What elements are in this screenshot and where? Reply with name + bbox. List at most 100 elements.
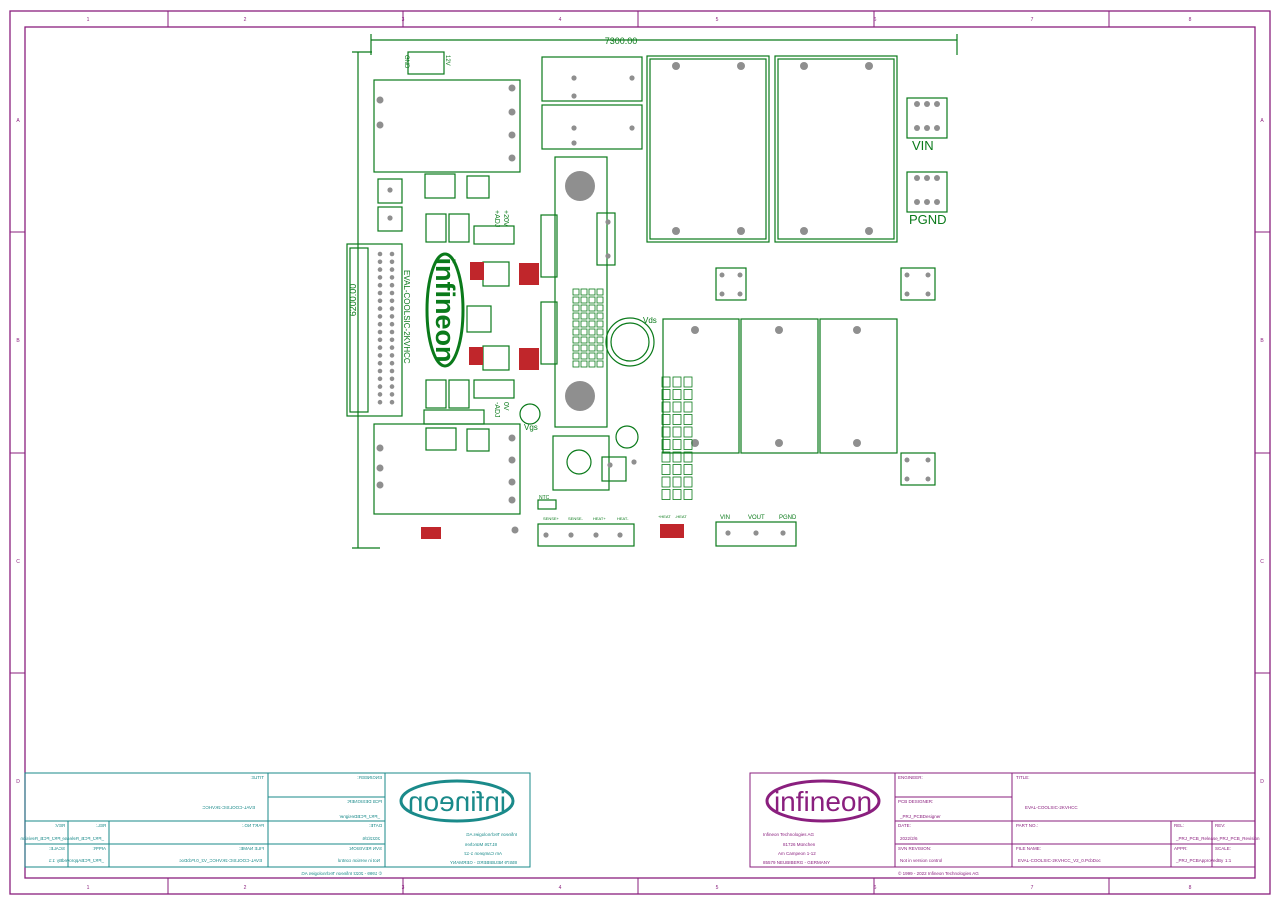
array-cell xyxy=(588,296,596,304)
heatsink-hole-top xyxy=(565,171,595,201)
pad xyxy=(377,282,383,288)
pad xyxy=(904,291,910,297)
array-cell xyxy=(588,328,596,336)
zone-row-label: B xyxy=(1260,338,1264,344)
zone-col-label: 6 xyxy=(874,885,877,891)
zone-col-label: 5 xyxy=(716,885,719,891)
ic-u10 xyxy=(424,173,456,199)
pad xyxy=(389,290,395,296)
array-cell xyxy=(580,312,588,320)
zone-col-label: 4 xyxy=(559,17,562,23)
cap-c203 xyxy=(541,56,643,102)
pad xyxy=(571,125,577,131)
pad xyxy=(914,199,920,205)
x1-label-sense-plus: SENSE+ xyxy=(543,516,560,521)
heat-minus-label: -HEAT xyxy=(675,514,687,519)
cap-cell xyxy=(672,426,682,438)
pad xyxy=(853,326,861,334)
pcb-designer-label: PCB DESIGNER: xyxy=(898,799,933,804)
zone-row-label: D xyxy=(16,779,20,785)
pad xyxy=(593,532,599,538)
array-cell xyxy=(596,296,604,304)
pad xyxy=(800,62,808,70)
ic-u11 xyxy=(425,427,457,451)
vgs-label: Vgs xyxy=(524,423,538,432)
pad xyxy=(719,272,725,278)
pad xyxy=(377,290,383,296)
mirrored-title-block: infineon Infineon Technologies AG 81726 … xyxy=(20,772,531,876)
rev-value: _PRJ_PCB_Revision xyxy=(1216,836,1260,841)
pad xyxy=(904,457,910,463)
cap-cell xyxy=(661,401,671,413)
zone-col-label: 7 xyxy=(1031,885,1034,891)
array-cell xyxy=(572,296,580,304)
cap-cell xyxy=(661,376,671,388)
mirrored-logo-text: infineon xyxy=(408,786,506,817)
scale-label: SCALE: xyxy=(1215,846,1231,851)
ntc-label: NTC xyxy=(539,495,550,501)
vin-terminal xyxy=(906,97,948,139)
button-2 xyxy=(377,206,403,232)
zone-col-label: 1 xyxy=(87,17,90,23)
pad xyxy=(389,259,395,265)
addr-line-4: 85579 NEUBIBERG - GERMANY xyxy=(763,860,830,865)
inductor-l1 xyxy=(715,267,747,301)
smd-component xyxy=(470,262,484,280)
pad xyxy=(389,275,395,280)
cap-cell xyxy=(661,426,671,438)
svn-label: SVN REVISION: xyxy=(898,846,931,851)
ntc-block xyxy=(552,435,610,491)
heat-plus-label: +HEAT xyxy=(658,514,671,519)
addr-line-2: 81726 München xyxy=(783,842,816,847)
array-cell xyxy=(596,360,604,368)
array-cell xyxy=(572,304,580,312)
pad xyxy=(377,259,383,265)
pad xyxy=(511,526,519,534)
pad xyxy=(389,392,395,397)
pad xyxy=(617,532,623,538)
pad xyxy=(377,251,383,257)
pad xyxy=(389,306,395,311)
pad xyxy=(904,476,910,482)
copyright-text: © 1999 - 2022 Infineon Technologies AG xyxy=(898,870,979,876)
mirrored-title-value: EVAL-COOLSIC-2KVHCC xyxy=(202,805,255,810)
conn-x3 xyxy=(596,212,616,266)
x1-label-sense-minus: SENSE- xyxy=(568,516,584,521)
cap-cell xyxy=(672,476,682,488)
heatsink-column xyxy=(554,156,608,428)
cap-c42 xyxy=(540,301,558,365)
array-cell xyxy=(580,320,588,328)
left-header xyxy=(346,243,403,417)
pad xyxy=(925,291,931,297)
pad xyxy=(737,62,745,70)
pad xyxy=(924,175,930,181)
array-cell xyxy=(588,344,596,352)
mirrored-part-no-label: PART NO.: xyxy=(242,823,264,828)
appr-value: _PRJ_PCBApprovedBy xyxy=(1175,858,1224,863)
pwr-label-0v: 0V xyxy=(502,402,509,411)
zone-col-label: 4 xyxy=(559,885,562,891)
zone-col-label: 2 xyxy=(244,885,247,891)
array-cell xyxy=(596,344,604,352)
pad xyxy=(389,267,395,272)
top-conn-12v: 12V xyxy=(444,55,450,66)
cap-c206-inner xyxy=(649,58,767,240)
conn-x9 xyxy=(448,379,470,409)
cap-cell xyxy=(683,489,693,500)
pad xyxy=(924,101,930,107)
part-no-label: PART NO.: xyxy=(1016,823,1038,828)
smd-component xyxy=(421,527,441,539)
pad xyxy=(508,108,516,116)
cap-c210 xyxy=(819,318,898,454)
vin-label: VIN xyxy=(912,138,934,153)
date-label: DATE: xyxy=(898,823,911,828)
mirrored-date-value: 2022/2/6 xyxy=(362,836,380,841)
cap-cell xyxy=(661,414,671,425)
pad xyxy=(914,175,920,181)
pad xyxy=(376,444,384,452)
ic-u13 xyxy=(466,305,492,333)
pad xyxy=(914,101,920,107)
rel-label: REL: xyxy=(1174,823,1184,828)
cap-cell xyxy=(672,439,682,450)
